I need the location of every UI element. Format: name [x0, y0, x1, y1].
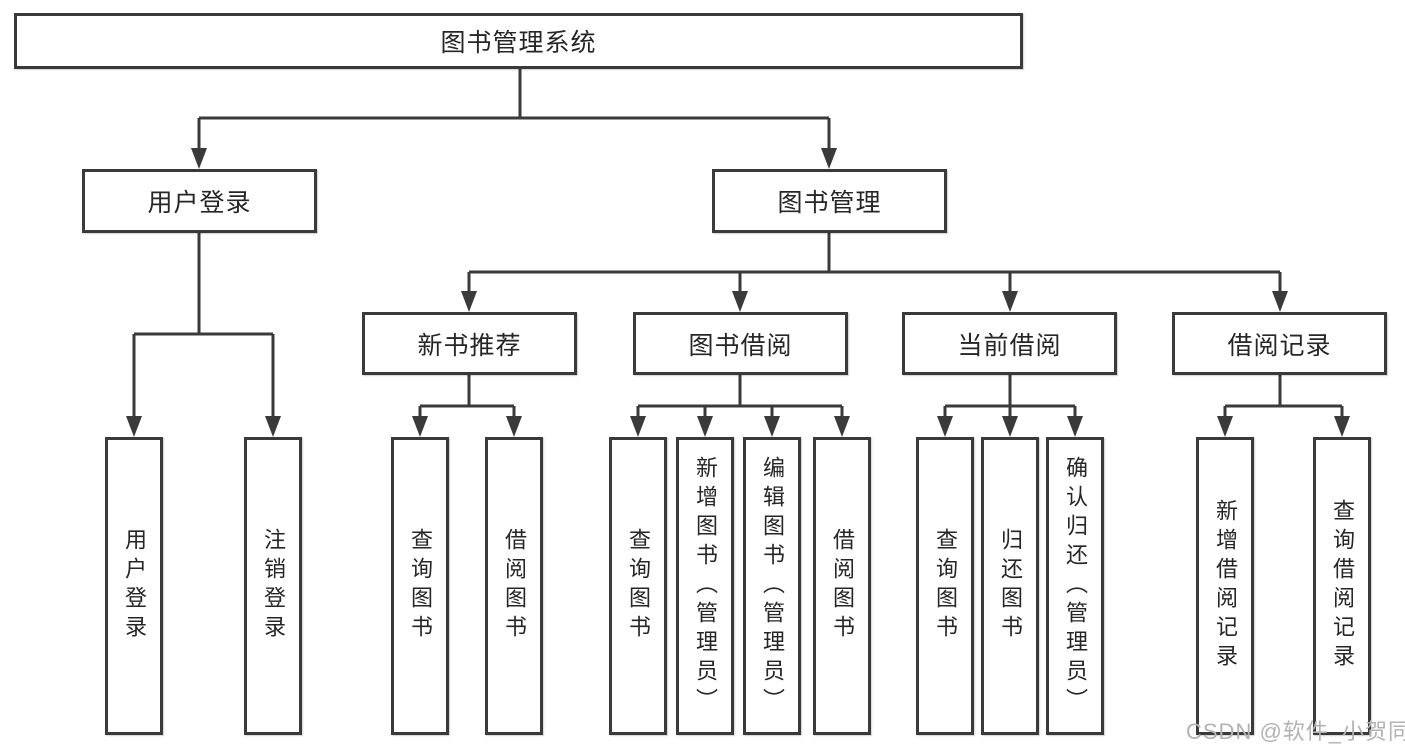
- leaf-query-books-current: 查询图书: [916, 437, 974, 735]
- leaf-borrow-books-recommend-label: 借阅图书: [502, 528, 527, 644]
- leaf-confirm-return-admin-label: 确认归还（管理员）: [1063, 455, 1088, 717]
- leaf-edit-book-admin: 编辑图书（管理员）: [743, 437, 801, 735]
- leaf-return-book: 归还图书: [981, 437, 1039, 735]
- node-current-borrowing-label: 当前借阅: [957, 331, 1062, 360]
- node-new-book-recommend-label: 新书推荐: [417, 331, 522, 360]
- leaf-borrow-books-label: 借阅图书: [830, 528, 855, 644]
- csdn-watermark: CSDN @软件_小贺同学: [1186, 719, 1405, 744]
- leaf-borrow-books-recommend: 借阅图书: [485, 437, 543, 735]
- leaf-add-book-admin-label: 新增图书（管理员）: [693, 455, 718, 717]
- node-book-borrowing-label: 图书借阅: [688, 331, 793, 360]
- leaf-logout: 注销登录: [244, 437, 302, 735]
- leaf-confirm-return-admin: 确认归还（管理员）: [1046, 437, 1104, 735]
- leaf-return-book-label: 归还图书: [998, 528, 1023, 644]
- node-borrow-records: 借阅记录: [1172, 312, 1387, 375]
- leaf-query-books-borrowing-label: 查询图书: [626, 528, 651, 644]
- leaf-query-books-borrowing: 查询图书: [609, 437, 667, 735]
- node-book-borrowing: 图书借阅: [633, 312, 848, 375]
- leaf-query-borrow-record-label: 查询借阅记录: [1330, 499, 1355, 673]
- leaf-edit-book-admin-label: 编辑图书（管理员）: [760, 455, 785, 717]
- node-root-label: 图书管理系统: [440, 29, 597, 57]
- leaf-query-books-recommend-label: 查询图书: [408, 528, 433, 644]
- node-book-management: 图书管理: [712, 169, 947, 233]
- node-user-login-label: 用户登录: [147, 189, 252, 217]
- leaf-user-login: 用户登录: [105, 437, 163, 735]
- leaf-query-borrow-record: 查询借阅记录: [1313, 437, 1371, 735]
- node-current-borrowing: 当前借阅: [902, 312, 1117, 375]
- leaf-add-borrow-record: 新增借阅记录: [1196, 437, 1254, 735]
- leaf-borrow-books: 借阅图书: [813, 437, 871, 735]
- leaf-add-book-admin: 新增图书（管理员）: [676, 437, 734, 735]
- node-book-management-label: 图书管理: [777, 189, 882, 217]
- node-new-book-recommend: 新书推荐: [362, 312, 577, 375]
- leaf-logout-label: 注销登录: [261, 528, 286, 644]
- leaf-query-books-current-label: 查询图书: [933, 528, 958, 644]
- node-root-library-system: 图书管理系统: [14, 13, 1023, 69]
- leaf-query-books-recommend: 查询图书: [391, 437, 449, 735]
- node-user-login-branch: 用户登录: [82, 169, 317, 233]
- leaf-add-borrow-record-label: 新增借阅记录: [1213, 499, 1238, 673]
- leaf-user-login-label: 用户登录: [122, 528, 147, 644]
- node-borrow-records-label: 借阅记录: [1227, 331, 1332, 360]
